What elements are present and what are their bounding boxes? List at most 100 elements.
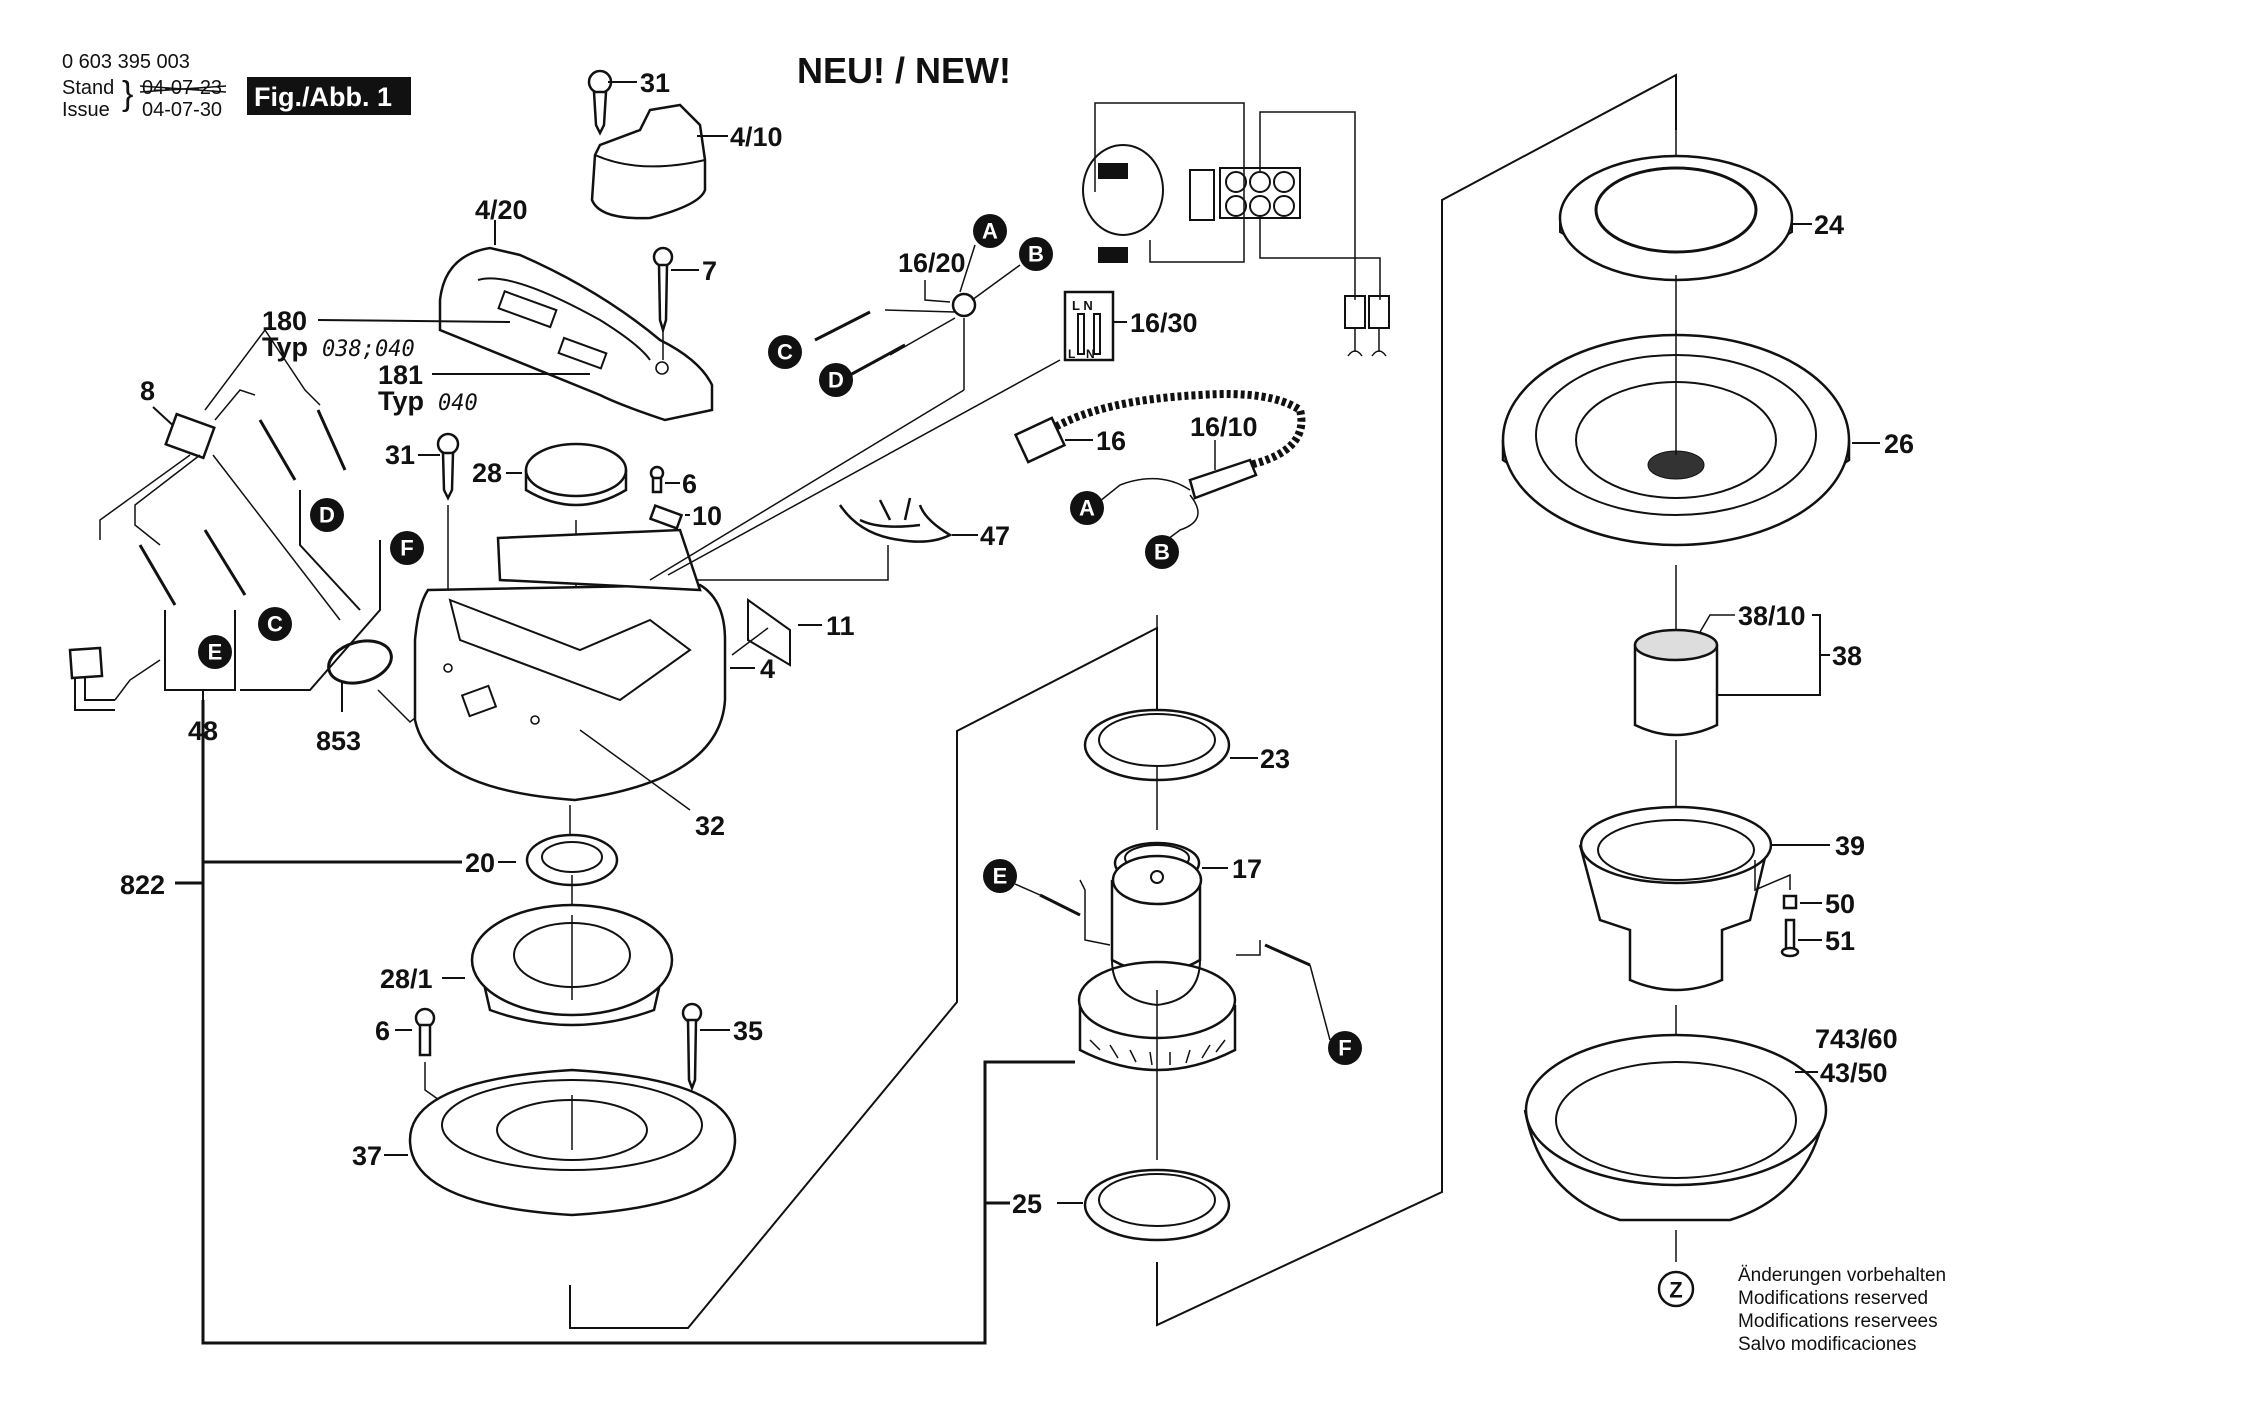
connector-e-icon — [983, 859, 1017, 893]
label-38-10: 38/10 — [1738, 601, 1806, 631]
label-37: 37 — [352, 1141, 382, 1171]
label-10: 10 — [692, 501, 722, 531]
connector-c-icon — [768, 335, 802, 369]
part-47-bracket: 47 — [668, 497, 1010, 581]
label-7: 7 — [702, 256, 717, 286]
label-4: 4 — [760, 654, 775, 684]
connector-a-icon — [1070, 491, 1104, 525]
part-16-power-cord: 16 16/10 — [1013, 390, 1306, 546]
label-24: 24 — [1814, 210, 1844, 240]
label-39: 39 — [1835, 831, 1865, 861]
part-20-ring: 20 — [465, 833, 619, 915]
part-23-ring: 23 — [1083, 615, 1290, 782]
label-853: 853 — [316, 726, 361, 756]
z-reference-icon — [1657, 1270, 1695, 1308]
label-32: 32 — [695, 811, 725, 841]
part-8-switch-harness: 8 48 — [68, 328, 381, 746]
part-number: 0 603 395 003 — [62, 51, 190, 73]
label-23: 23 — [1260, 744, 1290, 774]
figure-label-box — [247, 77, 411, 115]
cap-body — [590, 103, 707, 220]
connector-d-icon — [819, 363, 853, 397]
connector-b-icon — [1145, 535, 1179, 569]
old-date: 04-07-23 — [142, 77, 222, 99]
part-16-30-switch: L N L N 16/30 — [667, 290, 1198, 576]
label-822: 822 — [120, 870, 165, 900]
issue-date: 04-07-30 — [142, 99, 222, 121]
connector-ref-A-cord: A — [1070, 491, 1104, 525]
part-43-50-bowl: 743/60 43/50 — [1523, 1005, 1898, 1262]
connector-c-icon — [258, 607, 292, 641]
label-16-30: 16/30 — [1130, 308, 1198, 338]
connector-ref-D-top: D — [819, 363, 853, 397]
connector-ref-A-top: A — [973, 214, 1007, 248]
connector-ref-E-left: E — [198, 635, 232, 669]
label-28-1: 28/1 — [380, 964, 433, 994]
part-4-housing: 4 32 — [413, 528, 775, 841]
connector-ref-D-left: D — [310, 498, 344, 532]
label-25: 25 — [1012, 1189, 1042, 1219]
modification-notes: Änderungen vorbehalten Modifications res… — [1738, 1265, 1946, 1355]
svg-text:F: F — [1338, 1036, 1351, 1061]
label-35: 35 — [733, 1016, 763, 1046]
label-50: 50 — [1825, 889, 1855, 919]
label-48: 48 — [188, 716, 218, 746]
label-4-10: 4/10 — [730, 122, 783, 152]
part-37-base: 37 822 — [120, 870, 737, 1217]
label-6-top: 6 — [682, 469, 697, 499]
label-16-20: 16/20 — [898, 248, 966, 278]
label-20: 20 — [465, 848, 495, 878]
label-47: 47 — [980, 521, 1010, 551]
part-11-label: 11 — [731, 598, 855, 667]
handle-body — [438, 246, 714, 422]
svg-text:Z: Z — [1669, 1278, 1682, 1303]
label-4-20: 4/20 — [475, 195, 528, 225]
note-line: Änderungen vorbehalten — [1738, 1265, 1946, 1286]
label-17: 17 — [1232, 854, 1262, 884]
part-26-ring: 26 — [1501, 275, 1914, 547]
label-181: 181 — [378, 360, 423, 390]
part-7-screw: 7 — [652, 246, 717, 360]
label-6-bottom: 6 — [375, 1016, 390, 1046]
connector-ref-F-left: F — [390, 531, 424, 565]
screw-shaft — [592, 90, 608, 136]
strikethrough-line — [139, 85, 227, 93]
svg-text:A: A — [1079, 496, 1095, 521]
header-block: 0 603 395 003 Stand Issue } 04-07-23 04-… — [62, 50, 1011, 121]
connector-ref-B-top: B — [1019, 237, 1053, 271]
parts-6-35-screws: 6 35 — [375, 1002, 763, 1151]
connector-d-icon — [310, 498, 344, 532]
label-31: 31 — [640, 68, 670, 98]
issue-label: Issue — [62, 99, 110, 121]
motor-assembly — [1039, 854, 1311, 1072]
svg-text:F: F — [400, 536, 413, 561]
svg-text:C: C — [267, 612, 283, 637]
label-180: 180 — [262, 306, 307, 336]
part-4-10-cap: 31 4/10 — [587, 68, 783, 220]
label-51: 51 — [1825, 926, 1855, 956]
label-43-50: 43/50 — [1820, 1058, 1888, 1088]
label-28: 28 — [472, 458, 502, 488]
svg-text:A: A — [982, 219, 998, 244]
page-title: NEU! / NEW! — [797, 50, 1011, 91]
brace-icon: } — [122, 75, 133, 113]
svg-text:D: D — [319, 503, 335, 528]
parts-6-10: 6 10 — [648, 465, 722, 531]
connector-ref-Z: Z — [1657, 1270, 1695, 1308]
part-39-cage: 39 50 51 — [1578, 740, 1865, 992]
housing-body — [413, 583, 727, 802]
svg-text:D: D — [828, 368, 844, 393]
label-38: 38 — [1832, 641, 1862, 671]
label-180-typ-value: 038;040 — [322, 337, 415, 362]
part-4-20-handle: 4/20 — [438, 195, 714, 422]
label-743-60: 743/60 — [1815, 1024, 1898, 1054]
switch-top-text: L N — [1072, 298, 1093, 313]
svg-text:N: N — [1086, 347, 1095, 361]
svg-text:B: B — [1028, 242, 1044, 267]
part-24-ring: 24 — [1558, 75, 1844, 282]
svg-text:E: E — [993, 864, 1008, 889]
connector-f-icon — [390, 531, 424, 565]
label-31-mid: 31 — [385, 440, 415, 470]
svg-text:C: C — [777, 340, 793, 365]
label-11: 11 — [826, 611, 855, 641]
